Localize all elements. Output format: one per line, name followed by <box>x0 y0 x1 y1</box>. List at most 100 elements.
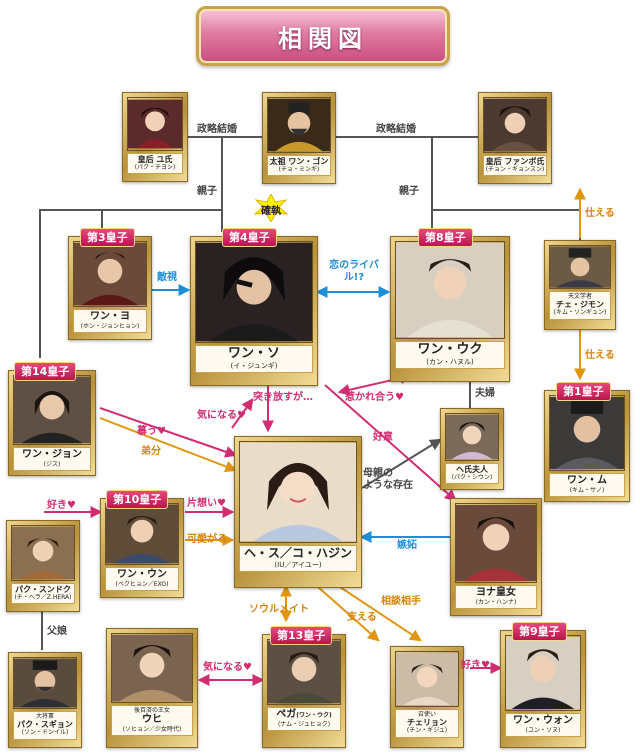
label-mother-like: 母親の ような存在 <box>363 468 413 491</box>
card-wang-wook: ワン・ウク(カン・ハヌル) <box>390 236 510 382</box>
card-wang-yo: ワン・ヨ(ホン・ジョンヒョン) <box>68 236 152 340</box>
label-likes-1: 好き♥ <box>47 500 76 511</box>
label-younger-sister: 弟分 <box>141 446 161 457</box>
card-wang-eun: ワン・ウン(ベクヒョン／EXO) <box>100 498 184 598</box>
card-yu: 皇后 ユ氏(パク・チヨン) <box>122 92 188 182</box>
card-soo-kyung: 大将軍パク・スギョン(ソン・ドンイル) <box>8 652 82 748</box>
portrait-wang-won <box>505 635 581 711</box>
label-political-marriage-1: 政略結婚 <box>196 124 238 136</box>
label-hostility: 敵視 <box>157 272 177 283</box>
portrait-soo-kyung <box>13 657 77 709</box>
actor-baek-ah: (ナム・ジュヒョク) <box>277 720 331 728</box>
name-hwangbo: 皇后 ファンボ氏 <box>485 157 545 166</box>
name-wang-won: ワン・ウォン <box>513 715 573 726</box>
card-wang-jung: ワン・ジョン(ジス) <box>8 370 96 476</box>
badge-wang-jung: 第14皇子 <box>14 362 77 381</box>
label-push-away: 突き放すが… <box>253 392 313 403</box>
portrait-wang-jung <box>13 375 91 445</box>
card-lady-hae: ヘ氏夫人(パク・シウン) <box>440 408 504 490</box>
badge-wang-eun: 第10皇子 <box>106 490 169 509</box>
name-wang-yo: ワン・ヨ <box>90 311 130 322</box>
label-interested-1: 気になる♥ <box>197 410 246 421</box>
portrait-wang-wook <box>395 241 505 339</box>
portrait-wang-so <box>195 241 313 343</box>
name-wang-jung: ワン・ジョン <box>22 449 82 460</box>
portrait-choi-ji-mong <box>549 245 611 289</box>
actor-wang-yo: (ホン・ジョンヒョン) <box>80 322 140 330</box>
name-note-baek-ah: (ワン・ウク) <box>296 712 332 719</box>
actor-lady-hae: (パク・シウン) <box>451 474 493 482</box>
family-trunk-yu <box>39 137 223 358</box>
label-attracted: 惹かれ合う♥ <box>345 392 404 403</box>
actor-woo-hee: (ソヒョン／少女時代) <box>122 725 182 733</box>
actor-chae-ryung: (チン・ギジュ) <box>406 727 448 735</box>
name-choi-ji-mong: チェ・ジモン <box>556 300 604 310</box>
name-lady-hae: ヘ氏夫人 <box>456 465 488 474</box>
portrait-wang-mu <box>549 395 625 471</box>
title: 相関図 <box>278 24 368 53</box>
label-serves-1: 仕える <box>585 208 615 219</box>
card-wang-so: ワン・ソ(イ・ジュンギ) <box>190 236 318 386</box>
card-woo-hee: 後百済の王女ウヒ(ソヒョン／少女時代) <box>106 628 198 748</box>
portrait-lady-hae <box>445 413 499 461</box>
label-love-rival: 恋のライバル!? <box>329 260 379 283</box>
actor-wang-mu: (キム・サノ) <box>569 486 605 494</box>
badge-baek-ah: 第13皇子 <box>270 626 333 645</box>
portrait-baek-ah <box>267 639 341 705</box>
badge-wang-wook: 第8皇子 <box>418 228 473 247</box>
card-soon-deok: パク・スンドク(チ・ヘラ／Z.HERA) <box>6 520 80 612</box>
portrait-woo-hee <box>111 633 193 703</box>
label-parent-child-1: 親子 <box>196 186 218 198</box>
label-parent-child-2: 親子 <box>398 186 420 198</box>
actor-wang-jung: (ジス) <box>43 460 61 468</box>
card-yeon-hwa: ヨナ皇女(カン・ハンナ) <box>450 498 542 616</box>
name-soon-deok: パク・スンドク <box>15 585 71 594</box>
actor-taejo: (チョ・ミンギ) <box>278 166 320 174</box>
portrait-soon-deok <box>11 525 75 581</box>
card-choi-ji-mong: 天文学者チェ・ジモン(キム・ソンギュン) <box>544 240 616 330</box>
portrait-yu <box>127 97 183 151</box>
card-hae-soo: ヘ・ス／コ・ハジン(IU／アイユー) <box>234 436 362 588</box>
badge-wang-mu: 第1皇子 <box>556 382 611 401</box>
role-woo-hee: 後百済の王女 <box>133 707 170 714</box>
name-woo-hee: ウヒ <box>142 714 162 726</box>
name-soo-kyung: パク・スギョン <box>17 720 73 730</box>
portrait-hwangbo <box>483 97 547 153</box>
card-baek-ah: ペガ(ワン・ウク)(ナム・ジュヒョク) <box>262 634 346 748</box>
actor-hwangbo: (チョン・ギョンスン) <box>485 166 545 174</box>
label-goodwill: 好意 <box>373 432 393 443</box>
actor-wang-won: (ユン・ソヌ) <box>525 726 561 734</box>
label-interested-2: 気になる♥ <box>203 662 252 673</box>
label-soulmate: ソウルメイト <box>249 604 309 615</box>
portrait-taejo <box>267 97 331 153</box>
name-baek-ah: ペガ <box>276 709 297 720</box>
actor-yu: (パク・チヨン) <box>134 164 176 172</box>
actor-wang-eun: (ベクヒョン／EXO) <box>115 580 169 588</box>
label-married-couple: 夫婦 <box>475 388 495 399</box>
conflict-burst-icon: 確執 <box>253 192 289 224</box>
name-yu: 皇后 ユ氏 <box>137 155 173 164</box>
card-wang-won: ワン・ウォン(ユン・ソヌ) <box>500 630 586 748</box>
label-cherished: 可愛がる <box>187 534 227 545</box>
name-taejo: 太祖 ワン・ゴン <box>269 157 329 166</box>
card-wang-mu: ワン・ム(キム・サノ) <box>544 390 630 502</box>
label-confidant: 相談相手 <box>381 596 421 607</box>
name-chae-ryung: チェリョン <box>407 718 447 728</box>
name-wang-eun: ワン・ウン <box>117 569 167 580</box>
label-likes-2: 好き♥ <box>461 660 490 671</box>
portrait-yeon-hwa <box>455 503 537 583</box>
portrait-hae-soo <box>239 441 357 543</box>
card-taejo: 太祖 ワン・ゴン(チョ・ミンギ) <box>262 92 336 184</box>
title-banner: 相関図 <box>196 6 450 66</box>
mother-like-line <box>361 438 443 489</box>
actor-wang-so: (イ・ジュンギ) <box>230 361 278 370</box>
name-wang-wook: ワン・ウク <box>417 342 483 357</box>
card-hwangbo: 皇后 ファンボ氏(チョン・ギョンスン) <box>478 92 552 184</box>
name-yeon-hwa: ヨナ皇女 <box>476 587 516 598</box>
portrait-wang-eun <box>105 503 179 565</box>
label-jealousy: 嫉妬 <box>397 540 417 551</box>
role-choi-ji-mong: 天文学者 <box>567 293 592 300</box>
role-soo-kyung: 大将軍 <box>35 713 54 720</box>
actor-choi-ji-mong: (キム・ソンギュン) <box>553 309 607 317</box>
